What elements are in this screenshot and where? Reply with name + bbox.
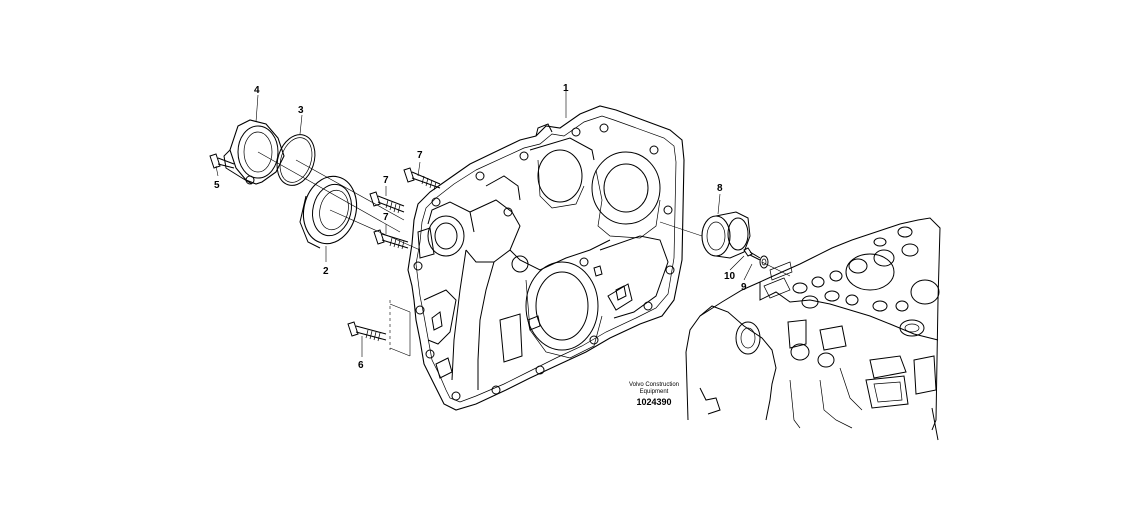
callout-2: 2 [323, 266, 329, 277]
seal-cover-part-4 [223, 119, 285, 185]
bolt-part-7-upper [403, 167, 441, 191]
callout-5: 5 [214, 180, 220, 191]
caption-figure-number: 1024390 [636, 397, 671, 407]
callout-7-middle: 7 [383, 175, 389, 186]
o-ring-part-3 [276, 134, 316, 186]
bolt-part-7-lower [373, 229, 409, 250]
caption-brand-line1: Volvo Construction [629, 382, 679, 388]
callout-6: 6 [358, 360, 364, 371]
sleeve-part-8 [701, 211, 751, 259]
leader-lines [215, 90, 791, 357]
bolt-part-6 [347, 321, 387, 342]
washer-part-9 [759, 255, 769, 269]
engine-block-outline [685, 217, 941, 441]
callout-4: 4 [254, 85, 260, 96]
bolt-part-5 [209, 153, 235, 169]
callout-7-lower: 7 [383, 212, 389, 223]
callout-7-upper: 7 [417, 150, 423, 161]
bolt-part-7-middle [369, 191, 405, 214]
callout-1: 1 [563, 83, 569, 94]
caption-brand-line2: Equipment [640, 389, 669, 395]
callout-9: 9 [741, 282, 747, 293]
callout-3: 3 [298, 105, 304, 116]
callout-8: 8 [717, 183, 723, 194]
callout-10: 10 [724, 271, 736, 282]
bolt-part-10 [743, 247, 761, 261]
timing-gear-housing [407, 105, 685, 411]
assembly-dashed-lines [389, 300, 411, 357]
